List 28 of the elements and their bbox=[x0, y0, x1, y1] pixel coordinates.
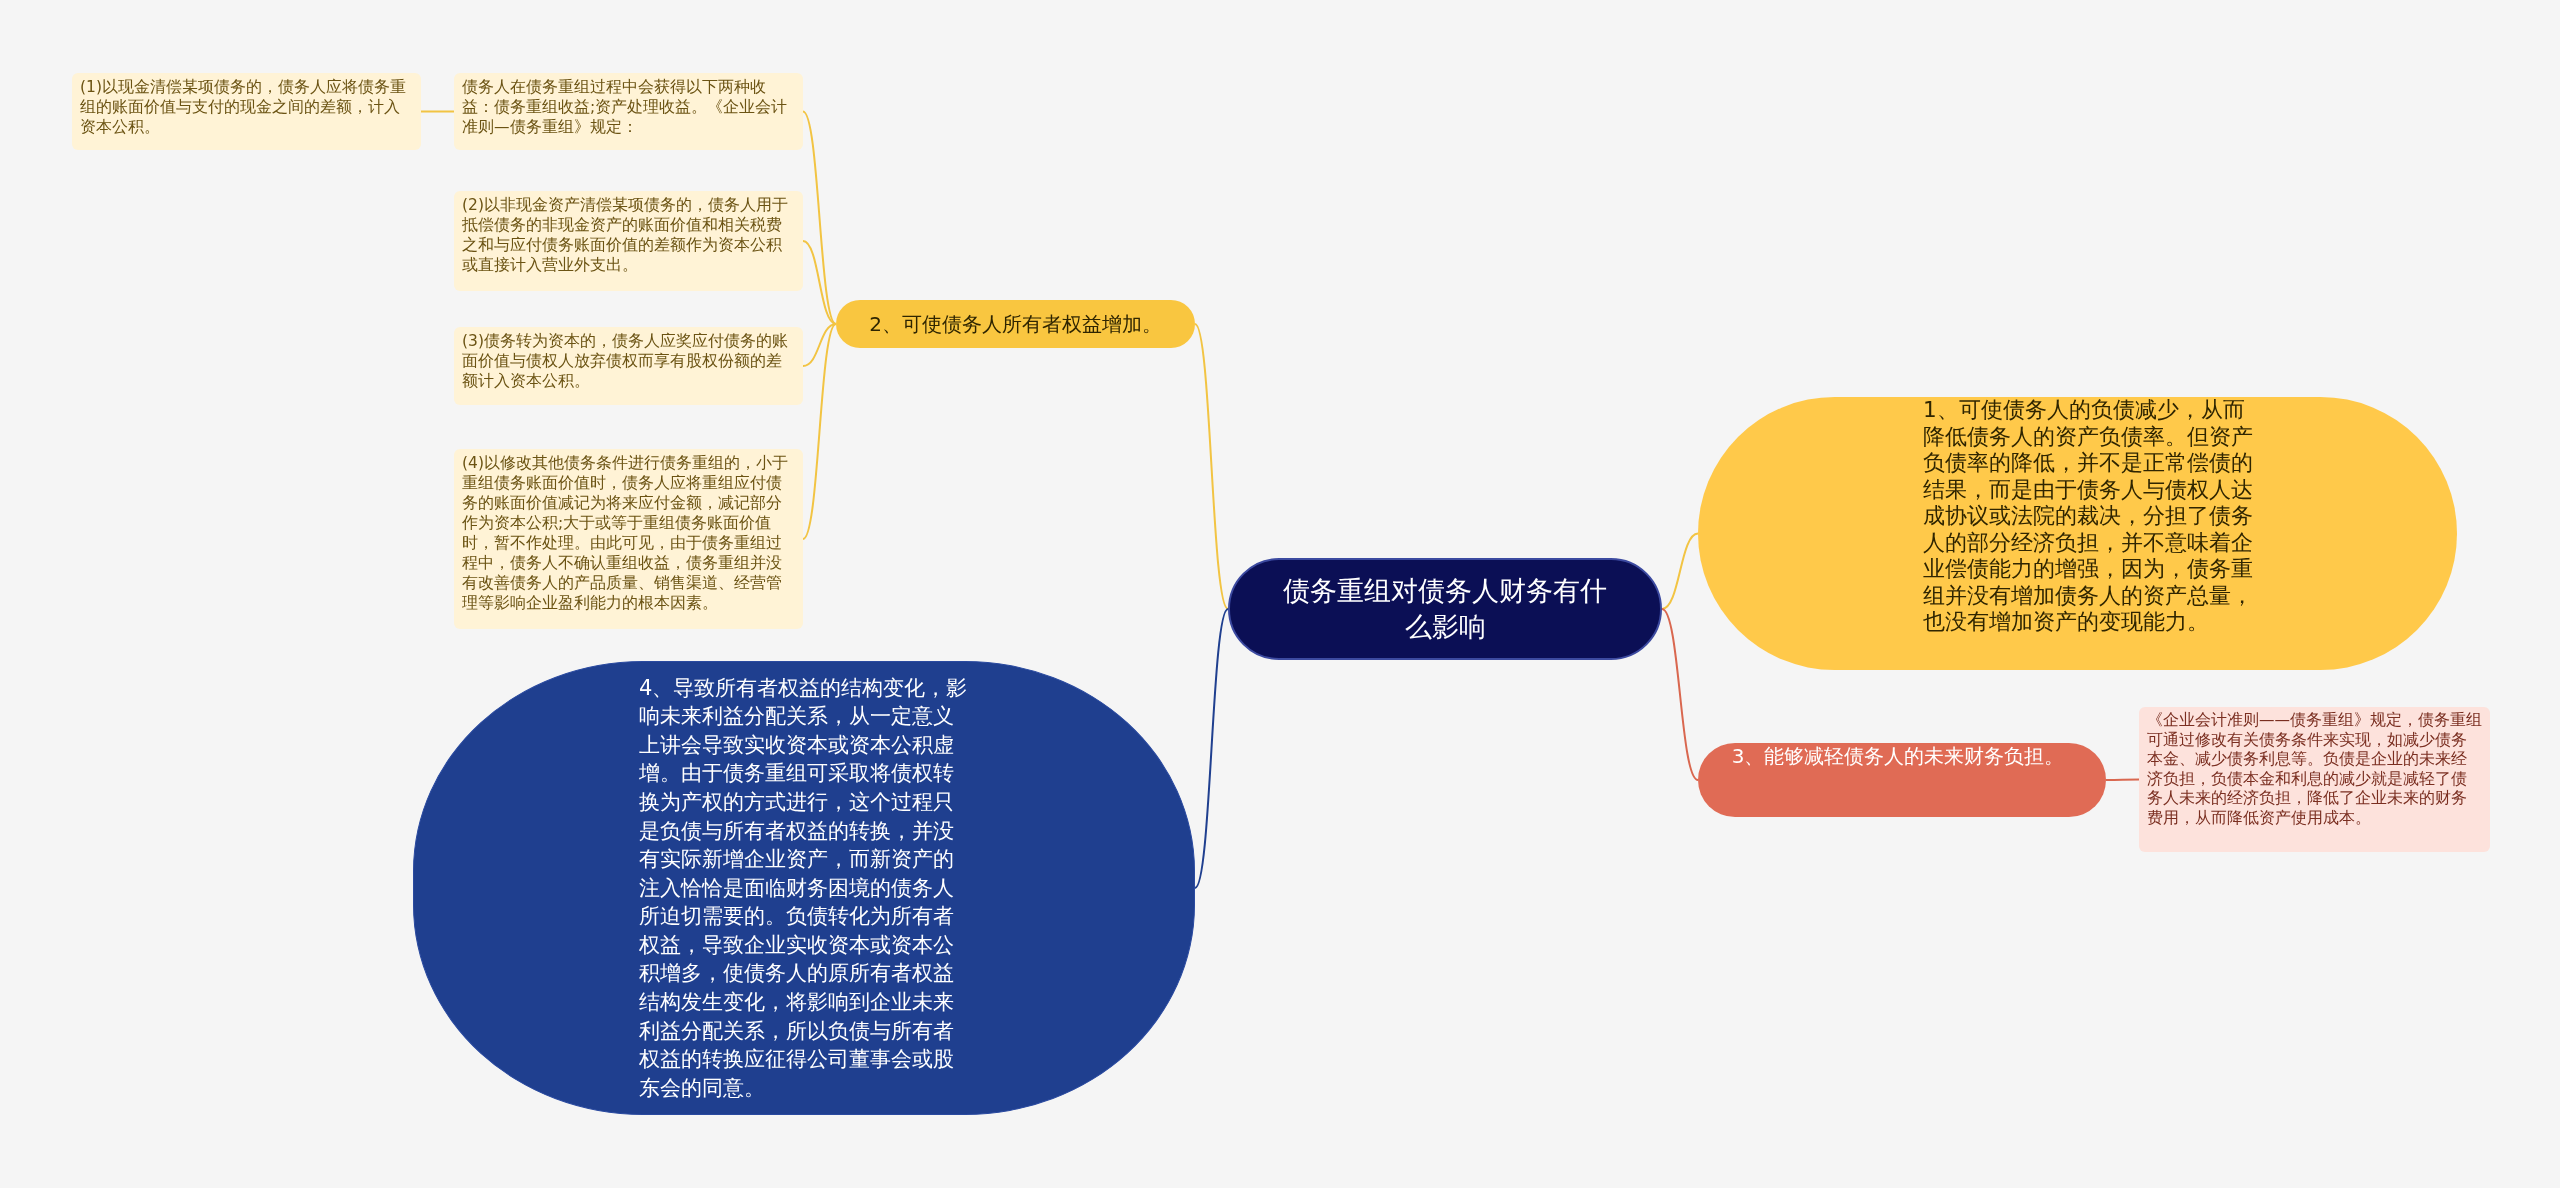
connector-line bbox=[1194, 323, 1229, 610]
topic-pill bbox=[836, 300, 1195, 348]
topic-text: (1)以现金清偿某项债务的，债务人应将债务重组的账面价值与支付的现金之间的差额，计入资本公积。 bbox=[80, 77, 407, 137]
connector-line bbox=[1661, 532, 1699, 610]
connector-line bbox=[2105, 778, 2140, 781]
note-card bbox=[72, 73, 421, 150]
topic-text: 1、可使债务人的负债减少，从而降低债务人的资产负债率。但资产负债率的降低，并不是正常偿债的结果，而是由于债务人与债权人达成协议或法院的裁决，分担了债务人的部分经济负担，并不意味着企业偿债能力的增强，因为，债务重组并没有增加债务人的资产总量，也没有增加资产的变现能力。 bbox=[1923, 397, 2254, 636]
topic-text: 债务人在债务重组过程中会获得以下两种收益：债务重组收益;资产处理收益。《企业会计准则—债务重组》规定： bbox=[462, 77, 789, 137]
topic-text: (3)债务转为资本的，债务人应奖应付债务的账面价值与债权人放弃债权而享有股权份额的差额计入资本公积。 bbox=[462, 331, 789, 391]
connector-line bbox=[1661, 608, 1699, 781]
topic-text: 《企业会计准则——债务重组》规定，债务重组可通过修改有关债务条件来实现，如减少债务本金、减少债务利息等。负债是企业的未来经济负担，负债本金和利息的减少就是减轻了债务人未来的经济负担，降低了企业未来的财务费用，从而降低资产使用成本。 bbox=[2147, 711, 2482, 828]
topic-text: 4、导致所有者权益的结构变化，影响未来利益分配关系，从一定意义上讲会导致实收资本或资本公积虚增。由于债务重组可采取将债权转换为产权的方式进行，这个过程只是负债与所有者权益的转换，并没有实际新增企业资产，而新资产的注入恰恰是面临财务困境的债务人所迫切需要的。负债转化为所有者权益，导致企业实收资本或资本公积增多，使债务人的原所有者权益结构发生变化，将影响到企业未来利益分配关系，所以负债与所有者权益的转换应征得公司董事会或股东会的同意。 bbox=[639, 674, 969, 1102]
connector-line bbox=[802, 110, 837, 325]
note-card bbox=[2139, 707, 2490, 852]
note-card bbox=[454, 449, 803, 629]
topic-text: 3、能够减轻债务人的未来财务负担。 bbox=[1731, 743, 2065, 769]
note-card bbox=[454, 73, 803, 150]
connector-line bbox=[802, 323, 837, 540]
connector-line bbox=[802, 240, 837, 325]
topic-text: (2)以非现金资产清偿某项债务的，债务人用于抵偿债务的非现金资产的账面价值和相关税费之和与应付债务账面价值的差额作为资本公积或直接计入营业外支出。 bbox=[462, 195, 789, 275]
connector-line bbox=[802, 323, 837, 367]
topic-text: 债务重组对债务人财务有什么影响 bbox=[1282, 574, 1608, 644]
connector-line bbox=[420, 110, 455, 113]
connector-line bbox=[1194, 608, 1229, 889]
note-card bbox=[454, 327, 803, 405]
topic-text: 2、可使债务人所有者权益增加。 bbox=[869, 311, 1162, 337]
topic-text: (4)以修改其他债务条件进行债务重组的，小于重组债务账面价值时，债务人应将重组应付债务的账面价值减记为将来应付金额，减记部分作为资本公积;大于或等于重组债务账面价值时，暂不作处理。由此可见，由于债务重组过程中，债务人不确认重组收益，债务重组并没有改善债务人的产品质量、销售渠道、经营管理等影响企业盈利能力的根本因素。 bbox=[462, 453, 789, 613]
note-card bbox=[454, 191, 803, 291]
